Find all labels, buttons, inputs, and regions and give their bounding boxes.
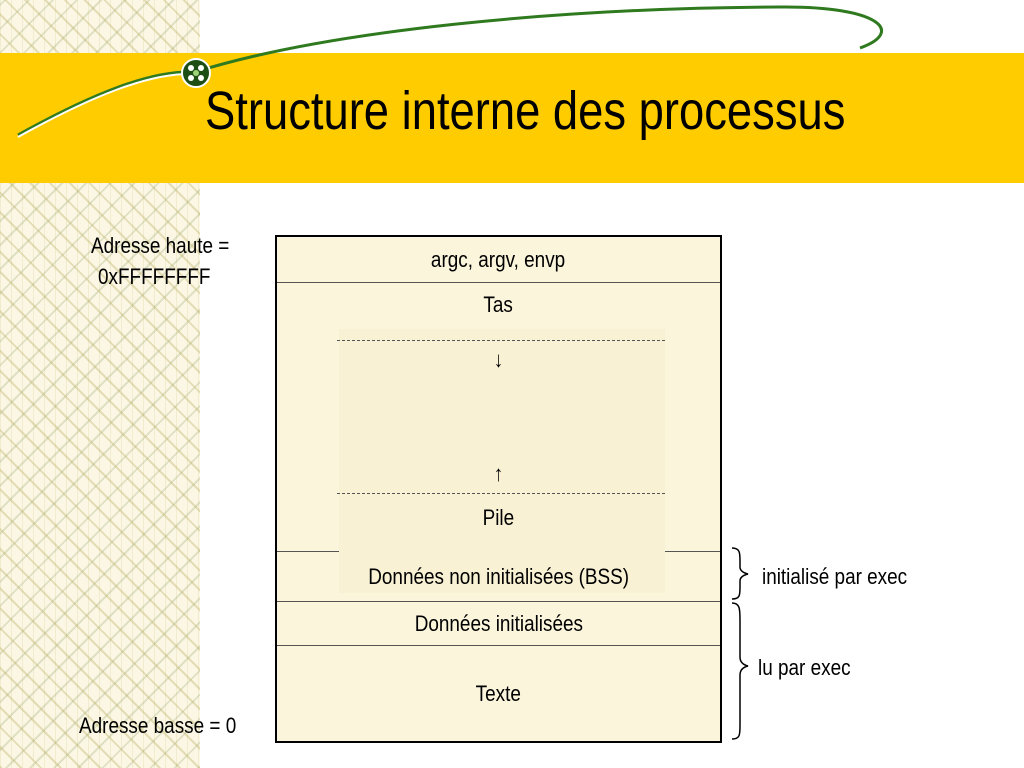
stack-label: Pile (482, 505, 515, 530)
segment-args-label: argc, argv, envp (431, 246, 566, 272)
page-title: Structure interne des processus (205, 81, 846, 141)
segment-data-label: Données initialisées (414, 610, 583, 636)
high-address-label: Adresse haute = (91, 233, 230, 258)
heap-stack-panel (339, 329, 665, 593)
segment-heap-stack (277, 283, 720, 593)
segment-args: argc, argv, envp (277, 237, 720, 283)
segment-text-label: Texte (475, 680, 522, 706)
ribbon-knot-icon (181, 58, 211, 88)
stack-grow-up-icon: ↑ (493, 461, 504, 486)
data-text-annotation: lu par exec (758, 655, 851, 680)
heap-grow-down-icon: ↓ (493, 347, 504, 372)
high-address-value: 0xFFFFFFFF (98, 264, 211, 289)
heap-divider (337, 340, 665, 341)
bss-annotation: initialisé par exec (762, 564, 908, 589)
data-text-brace-icon (731, 602, 749, 740)
low-address-label: Adresse basse = 0 (79, 713, 237, 738)
heap-label: Tas (483, 292, 514, 317)
segment-data: Données initialisées (277, 602, 720, 646)
segment-text: Texte (277, 646, 720, 741)
stack-divider (337, 493, 665, 494)
segment-bss-label: Données non initialisées (BSS) (368, 563, 629, 589)
bss-brace-icon (731, 547, 749, 600)
segment-bss: Données non initialisées (BSS) (277, 552, 720, 602)
memory-layout-box: argc, argv, envp Tas ↓ ↑ Pile Données no… (275, 235, 722, 743)
decorative-ribbon (17, 5, 883, 138)
brace-icons (731, 547, 749, 740)
